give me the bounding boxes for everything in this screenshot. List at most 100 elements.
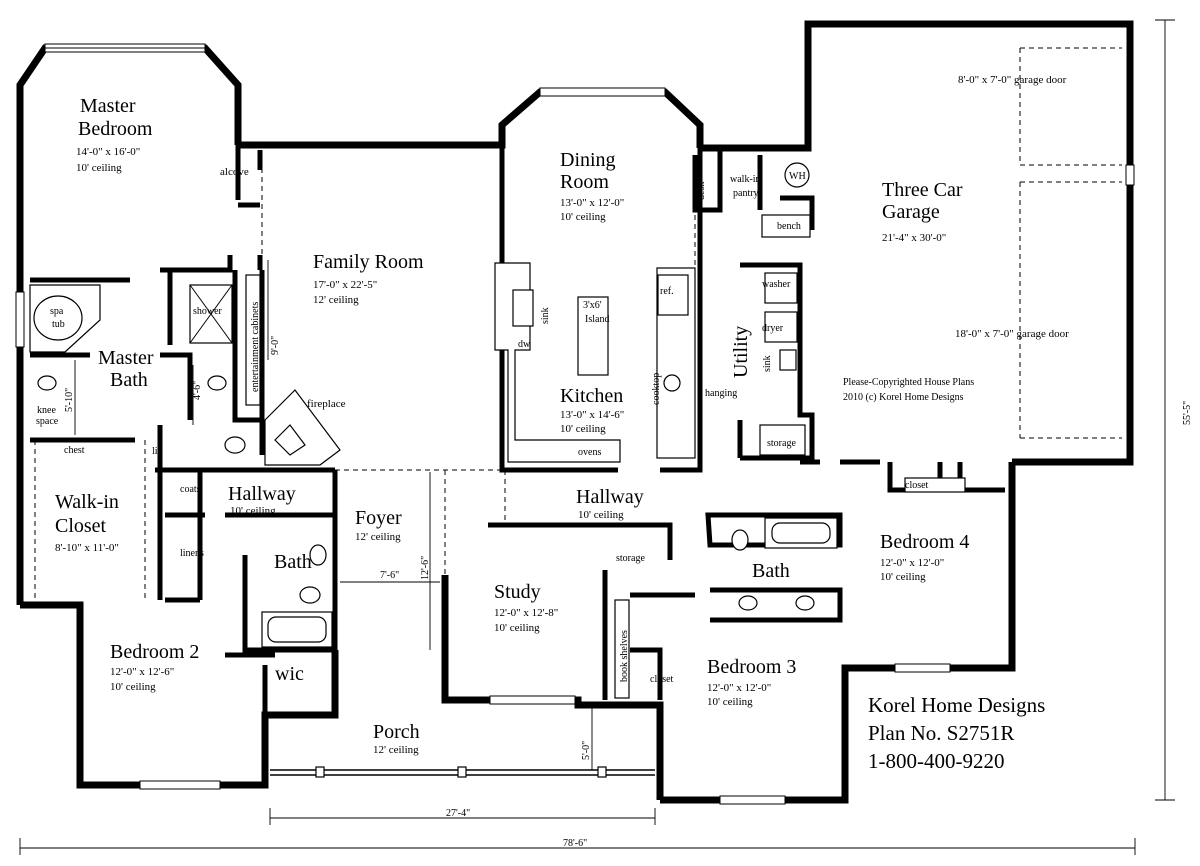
bench-label: bench: [777, 221, 801, 232]
title-block: Korel Home Designs Plan No. S2751R 1-800…: [868, 693, 1045, 773]
knee-label-2: space: [36, 416, 59, 427]
plan-number: Plan No. S2751R: [868, 721, 1014, 745]
porch-outline: [270, 766, 655, 778]
chest-label: chest: [64, 445, 85, 456]
foyer-ceiling: 12' ceiling: [355, 531, 401, 543]
openings: [34, 47, 1122, 600]
dining-room-size: 13'-0" x 12'-0": [560, 197, 624, 209]
garage-name-2: Garage: [882, 201, 940, 223]
bedroom3-size: 12'-0" x 12'-0": [707, 682, 771, 694]
bedroom3-ceiling: 10' ceiling: [707, 696, 753, 708]
cooktop-label: cooktop: [651, 373, 662, 405]
pantry-label-2: pantry: [733, 188, 759, 199]
bedroom2-ceiling: 10' ceiling: [110, 681, 156, 693]
knee-label-1: knee: [37, 405, 56, 416]
dim-9-0: 9'-0": [270, 336, 281, 355]
garage-door-bottom: 18'-0" x 7'-0" garage door: [955, 328, 1069, 340]
bedroom4-name: Bedroom 4: [880, 531, 969, 553]
kitchen-size: 13'-0" x 14'-6": [560, 409, 624, 421]
dim-12-6: 12'-6": [420, 556, 431, 580]
bedroom2-name: Bedroom 2: [110, 641, 199, 663]
bedroom2-size: 12'-0" x 12'-6": [110, 666, 174, 678]
master-bedroom-name-1: Master: [80, 95, 136, 117]
master-bath-name-1: Master: [98, 347, 154, 369]
dw-label: dw: [518, 339, 531, 350]
linens-label: linens: [180, 548, 204, 559]
dim-5-10: 5'-10": [64, 388, 75, 412]
dimension-lines: [19, 19, 1175, 855]
book-shelves-label: book shelves: [619, 630, 630, 682]
ovens-label: ovens: [578, 447, 601, 458]
kitchen-name: Kitchen: [560, 385, 623, 407]
dim-5-0: 5'-0": [581, 741, 592, 760]
closet-b3-label: closet: [650, 674, 674, 685]
bedroom4-size: 12'-0" x 12'-0": [880, 557, 944, 569]
wh-label: WH: [789, 171, 806, 182]
hanging-label: hanging: [705, 388, 737, 399]
study-size: 12'-0" x 12'-8": [494, 607, 558, 619]
hallway-left-ceiling: 10' ceiling: [230, 505, 276, 517]
study-ceiling: 10' ceiling: [494, 622, 540, 634]
master-bath-name-2: Bath: [110, 369, 148, 391]
island-label-2: Island: [585, 314, 609, 325]
utility-name: Utility: [730, 326, 752, 378]
desk-label: desk: [696, 182, 707, 200]
bath-left-name: Bath: [274, 551, 312, 573]
copyright-notice: Please-Copyrighted House Plans 2010 (c) …: [843, 377, 974, 403]
walkin-closet-size: 8'-10" x 11'-0": [55, 542, 119, 554]
family-room-ceiling: 12' ceiling: [313, 294, 359, 306]
fixture-labels: spa tub shower entertainment cabinets fi…: [36, 171, 929, 685]
hallway-center-ceiling: 10' ceiling: [578, 509, 624, 521]
ref-label: ref.: [660, 286, 674, 297]
copyright-line1: Please-Copyrighted House Plans: [843, 377, 974, 388]
dim-7-6: 7'-6": [380, 570, 399, 581]
porch-ceiling: 12' ceiling: [373, 744, 419, 756]
garage-name-1: Three Car: [882, 179, 963, 201]
spa-label-2: tub: [52, 319, 65, 330]
study-name: Study: [494, 581, 541, 603]
wic-name: wic: [275, 663, 304, 685]
dim-27-4: 27'-4": [446, 808, 470, 819]
phone-number: 1-800-400-9220: [868, 749, 1004, 773]
porch-name: Porch: [373, 721, 420, 743]
family-room-name: Family Room: [313, 251, 424, 273]
dining-room-name-1: Dining: [560, 149, 616, 171]
coats-label: coats: [180, 484, 201, 495]
lin-label: lin: [152, 446, 163, 457]
island-label-1: 3'x6': [583, 300, 602, 311]
kitchen-ceiling: 10' ceiling: [560, 423, 606, 435]
utility-sink-label: sink: [762, 355, 773, 372]
copyright-line2: 2010 (c) Korel Home Designs: [843, 392, 964, 403]
bedroom4-ceiling: 10' ceiling: [880, 571, 926, 583]
washer-label: washer: [762, 279, 791, 290]
master-bedroom-ceiling: 10' ceiling: [76, 162, 122, 174]
master-bedroom-name-2: Bedroom: [78, 118, 153, 140]
company-name: Korel Home Designs: [868, 693, 1045, 717]
dining-room-ceiling: 10' ceiling: [560, 211, 606, 223]
dim-78-6: 78'-6": [563, 838, 587, 849]
walkin-closet-name-1: Walk-in: [55, 491, 119, 513]
hallway-left-name: Hallway: [228, 483, 296, 505]
storage-utility-label: storage: [767, 438, 796, 449]
walkin-closet-name-2: Closet: [55, 515, 107, 537]
hallway-center-name: Hallway: [576, 486, 644, 508]
interior-walls: [30, 145, 1005, 715]
family-room-size: 17'-0" x 22'-5": [313, 279, 377, 291]
pantry-label-1: walk-in: [730, 174, 761, 185]
windows: [15, 43, 1135, 805]
garage-size: 21'-4" x 30'-0": [882, 232, 946, 244]
dim-4-6: 4'-6": [192, 381, 203, 400]
master-bedroom-size: 14'-0" x 16'-0": [76, 146, 140, 158]
fixtures: [29, 162, 966, 699]
kitchen-sink-label: sink: [540, 307, 551, 324]
bedroom3-name: Bedroom 3: [707, 656, 796, 678]
room-labels: Master Bedroom 14'-0" x 16'-0" 10' ceili…: [55, 74, 1069, 756]
foyer-name: Foyer: [355, 507, 402, 529]
closet-b4-label: closet: [905, 480, 929, 491]
bath-right-name: Bath: [752, 560, 790, 582]
entertainment-label: entertainment cabinets: [250, 302, 261, 392]
storage-study-label: storage: [616, 553, 645, 564]
dryer-label: dryer: [762, 323, 784, 334]
fireplace-label: fireplace: [307, 398, 346, 410]
